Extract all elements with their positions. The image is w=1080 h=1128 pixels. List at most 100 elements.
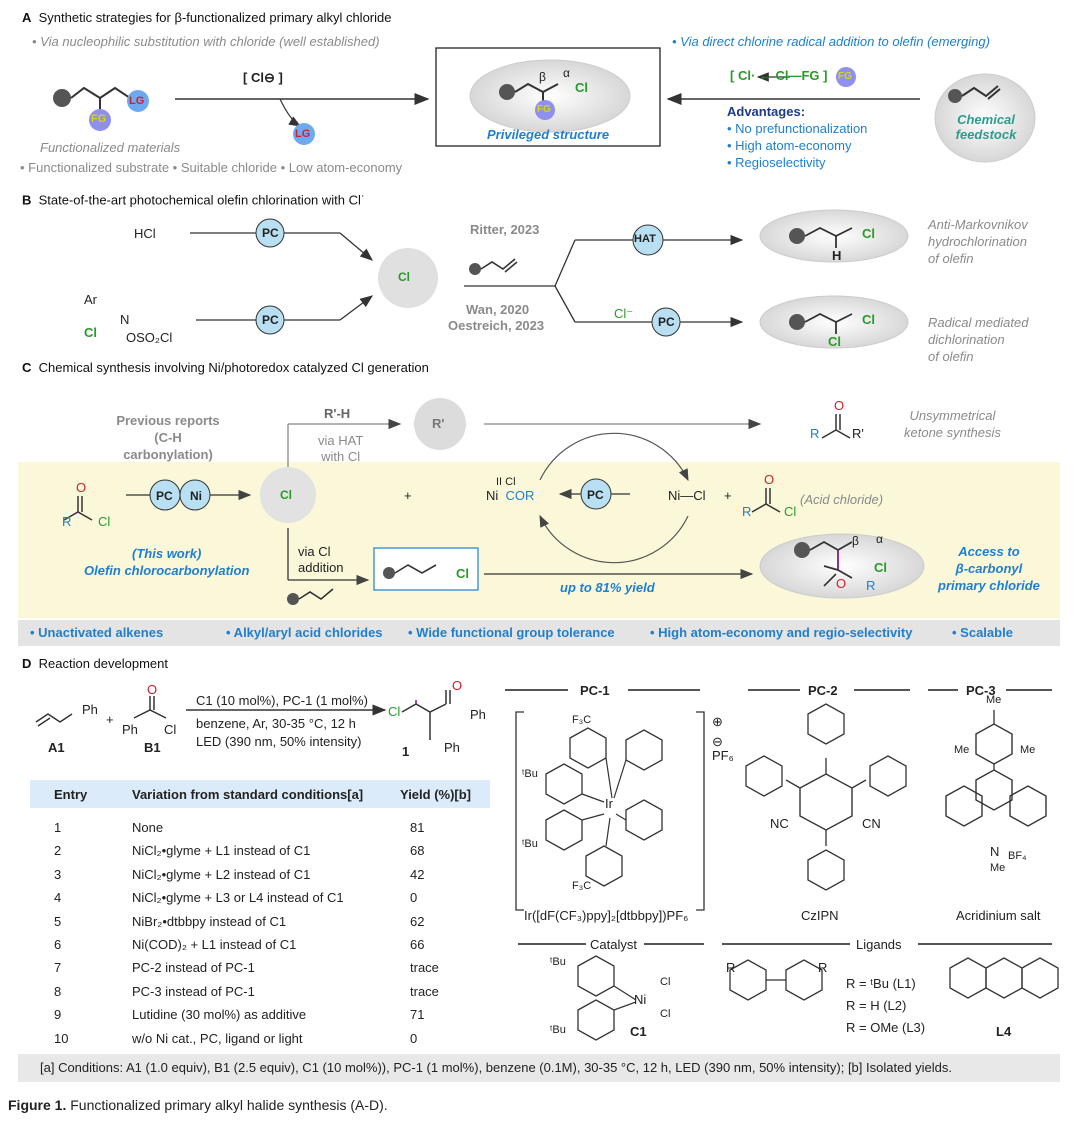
table-cell-entry: 3 bbox=[54, 867, 62, 882]
pc1-label: PC-1 bbox=[580, 683, 610, 698]
section-d-scheme bbox=[35, 689, 1059, 1041]
section-a-scheme bbox=[53, 47, 1036, 163]
product1-note: Anti-Markovnikov hydrochlorination of ol… bbox=[928, 217, 1028, 266]
section-d-title: D Reaction development bbox=[22, 656, 168, 671]
ligands-header: Ligands bbox=[856, 937, 902, 952]
ketone-r-prime: R' bbox=[852, 426, 864, 441]
table-cell-entry: 2 bbox=[54, 843, 62, 858]
table-cell-variation: NiCl₂•glyme + L2 instead of C1 bbox=[132, 867, 311, 882]
advantage-1: • No prefunctionalization bbox=[727, 121, 868, 136]
table-cell-entry: 1 bbox=[54, 820, 62, 835]
section-b-title: B State-of-the-art photochemical olefin … bbox=[22, 190, 365, 208]
rh-label: R'-H bbox=[324, 406, 351, 421]
table-cell-yield: trace bbox=[410, 984, 439, 999]
oxime-ar: Ar bbox=[84, 292, 97, 307]
b1-ph: Ph bbox=[122, 722, 138, 737]
wan-ref: Wan, 2020 bbox=[466, 302, 530, 317]
b-prod1-h: H bbox=[832, 248, 842, 263]
table-cell-variation: Lutidine (30 mol%) as additive bbox=[132, 1007, 307, 1022]
beta-label-center: β bbox=[539, 70, 546, 84]
radical-box-cl: Cl bbox=[456, 566, 469, 581]
table-cell-variation: NiCl₂•glyme + L1 instead of C1 bbox=[132, 843, 311, 858]
pc-label-c1: PC bbox=[156, 489, 173, 503]
a1-ph: Ph bbox=[82, 702, 98, 717]
table-cell-yield: 81 bbox=[410, 820, 425, 835]
ligand-r-left: R bbox=[726, 960, 736, 975]
c1-ni: Ni bbox=[634, 992, 647, 1007]
table-header-band bbox=[30, 780, 490, 808]
product-c-beta: β bbox=[852, 534, 859, 548]
access-label: Access to β-carbonyl primary chloride bbox=[938, 544, 1040, 593]
product1-o: O bbox=[452, 678, 463, 693]
previous-reports: Previous reports (C-H carbonylation) bbox=[116, 413, 220, 462]
product-c-cl: Cl bbox=[874, 560, 887, 575]
section-a-title: A Synthetic strategies for β-functionali… bbox=[22, 10, 392, 25]
acyl-o-left: O bbox=[76, 480, 87, 495]
section-a-left-note: • Via nucleophilic substitution with chl… bbox=[32, 34, 380, 49]
pc2-nc: NC bbox=[770, 816, 789, 831]
product1-bn: Ph bbox=[444, 740, 460, 755]
this-work-label: (This work) Olefin chlorocarbonylation bbox=[84, 546, 250, 578]
table-cell-yield: 66 bbox=[410, 937, 425, 952]
c1-label: C1 bbox=[630, 1024, 647, 1039]
figure-caption: Figure 1. Functionalized primary alkyl h… bbox=[8, 1097, 388, 1113]
table-cell-variation: NiBr₂•dtbbpy instead of C1 bbox=[132, 914, 287, 929]
pc3-bf4: BF₄ bbox=[1008, 850, 1027, 862]
b-prod1-cl: Cl bbox=[862, 226, 875, 241]
b1-o: O bbox=[147, 682, 158, 697]
cl-label-center: Cl bbox=[575, 80, 588, 95]
a1-label: A1 bbox=[48, 740, 65, 755]
fg-label-center: FG bbox=[537, 104, 551, 115]
oxime-n: N bbox=[120, 312, 130, 327]
feature-1: • Unactivated alkenes bbox=[30, 625, 164, 640]
ligand-def-2: R = H (L2) bbox=[846, 998, 907, 1013]
hat-label: HAT bbox=[634, 233, 656, 245]
pc1-name: Ir([dF(CF₃)ppy]₂[dtbbpy])PF₆ bbox=[524, 908, 689, 923]
left-bullets: • Functionalized substrate • Suitable ch… bbox=[20, 160, 403, 175]
c1-tbu-top: ᵗBu bbox=[550, 956, 566, 968]
ligand-def-1: R = ᵗBu (L1) bbox=[846, 976, 916, 991]
pc2-label: PC-2 bbox=[808, 683, 838, 698]
b-prod2-cl2: Cl bbox=[828, 334, 841, 349]
cond-line-3: LED (390 nm, 50% intensity) bbox=[196, 734, 362, 749]
acid-chloride-label: (Acid chloride) bbox=[800, 492, 884, 507]
c1-cl-2: Cl bbox=[660, 1008, 671, 1020]
ligand-r-right: R bbox=[818, 960, 828, 975]
c1-cl-1: Cl bbox=[660, 976, 671, 988]
b1-cl: Cl bbox=[164, 722, 177, 737]
acyl-cl-right: Cl bbox=[784, 504, 797, 519]
radical-reagent: [ Cl· ← Cl—FG ] bbox=[730, 68, 828, 83]
chemical-feedstock-label: Chemical feedstock bbox=[955, 112, 1017, 142]
table-cell-entry: 6 bbox=[54, 937, 62, 952]
feature-5: • Scalable bbox=[952, 625, 1013, 640]
plus-c2: + bbox=[724, 488, 732, 503]
ni-label-c1: Ni bbox=[190, 489, 202, 503]
pc1-minus: ⊖ bbox=[712, 734, 723, 749]
section-c-title: C Chemical synthesis involving Ni/photor… bbox=[22, 360, 429, 375]
acyl-cl-left: Cl bbox=[98, 514, 111, 529]
b1-label: B1 bbox=[144, 740, 161, 755]
table-footnote: [a] Conditions: A1 (1.0 equiv), B1 (2.5 … bbox=[18, 1054, 1060, 1082]
acyl-o-right: O bbox=[764, 472, 775, 487]
pc2-name: CzIPN bbox=[801, 908, 839, 923]
lg-label-left: LG bbox=[129, 95, 145, 107]
plus-c1: + bbox=[404, 488, 412, 503]
table-cell-yield: 71 bbox=[410, 1007, 425, 1022]
ketone-r: R bbox=[810, 426, 820, 441]
pc2-cn: CN bbox=[862, 816, 881, 831]
r-radical: R' bbox=[432, 416, 445, 431]
section-a-right-note: • Via direct chlorine radical addition t… bbox=[672, 34, 990, 49]
product-c-alpha: α bbox=[876, 532, 883, 546]
advantages-title: Advantages: bbox=[727, 104, 806, 119]
c1-tbu-bottom: ᵗBu bbox=[550, 1024, 566, 1036]
table-cell-variation: Ni(COD)₂ + L1 instead of C1 bbox=[132, 937, 297, 952]
table-cell-entry: 5 bbox=[54, 914, 62, 929]
left-substrate bbox=[53, 86, 149, 131]
section-b-scheme bbox=[190, 209, 909, 349]
pc-label-b2: PC bbox=[262, 313, 279, 327]
hcl-reagent: HCl bbox=[134, 226, 156, 241]
cl-radical-c: Cl bbox=[280, 488, 292, 502]
pc3-me-left: Me bbox=[954, 744, 970, 756]
via-cl-addition: via Cl addition bbox=[298, 544, 344, 575]
pc1-cf3-bottom: F₃C bbox=[572, 880, 592, 892]
